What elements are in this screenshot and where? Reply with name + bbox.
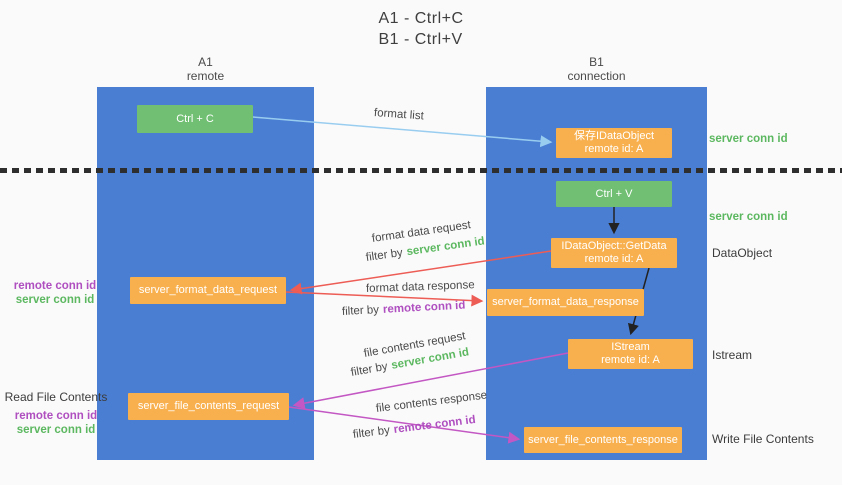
node-server-format-data-response[interactable]: server_format_data_response [487,289,644,316]
node-getdata-line2: remote id: A [584,253,644,265]
node-save-idataobject-line2: remote id: A [584,143,644,155]
diagram-title: A1 - Ctrl+C B1 - Ctrl+V [378,8,463,50]
node-save-idataobject-line1: 保存IDataObject [573,130,655,142]
side-label-dataobject: DataObject [712,246,773,260]
boundary-dashed-line [0,168,842,173]
side-label-write-file-contents: Write File Contents [712,432,814,446]
filter-by-text: filter by [365,246,404,264]
node-idataobject-getdata[interactable]: IDataObject::GetData remote id: A [551,238,677,268]
node-istream[interactable]: IStream remote id: A [568,339,693,369]
node-server-format-data-request[interactable]: server_format_data_request [130,277,286,304]
side-label-conn-ids-upper: remote conn id server conn id [0,279,110,307]
side-label-istream: Istream [712,348,753,362]
remote-conn-id-text: remote conn id [382,299,466,316]
side-label-server-conn-id-top: server conn id [709,133,788,145]
remote-conn-id-text: remote conn id [393,413,477,436]
column-header-b1: B1 connection [486,55,707,83]
node-server-file-contents-response-label: server_file_contents_response [528,433,678,446]
column-header-a1: A1 remote [97,55,314,83]
read-file-contents-label: Read File Contents [4,390,108,404]
node-ctrl-c[interactable]: Ctrl + C [137,105,253,133]
column-a1-role: remote [186,69,225,83]
left2-remote-conn-id: remote conn id [14,410,98,422]
node-ctrl-v-label: Ctrl + V [595,187,633,200]
node-istream-line2: remote id: A [601,354,660,366]
node-server-format-data-request-label: server_format_data_request [138,284,278,296]
node-server-file-contents-request[interactable]: server_file_contents_request [128,393,289,420]
side-label-server-conn-id-mid: server conn id [709,211,788,223]
column-b1-role: connection [567,69,626,83]
left-server-conn-id: server conn id [15,294,95,306]
node-server-file-contents-response[interactable]: server_file_contents_response [524,427,682,453]
node-getdata-line1: IDataObject::GetData [561,240,667,252]
column-b1-name: B1 [589,55,604,69]
column-a1-name: A1 [198,55,213,69]
node-istream-line1: IStream [611,341,650,353]
filter-by-text: filter by [349,360,389,379]
side-label-read-file-contents-block: Read File Contents remote conn id server… [0,390,112,437]
edge-label-format-list: format list [373,107,425,123]
filter-by-text: filter by [352,424,391,441]
edge-label-file-contents-response: file contents response [375,389,488,415]
left2-server-conn-id: server conn id [16,424,96,436]
node-server-file-contents-request-label: server_file_contents_request [137,400,280,412]
node-ctrl-c-label: Ctrl + C [176,112,214,125]
left-remote-conn-id: remote conn id [13,280,97,292]
node-ctrl-v[interactable]: Ctrl + V [556,181,672,207]
node-server-format-data-response-label: server_format_data_response [492,296,639,308]
edge-label-format-data-response: format data response [365,279,475,295]
title-line-b1: B1 - Ctrl+V [378,31,463,48]
title-line-a1: A1 - Ctrl+C [378,10,464,27]
server-conn-id-text: server conn id [405,235,486,259]
node-save-idataobject[interactable]: 保存IDataObject remote id: A [556,128,672,158]
filter-by-text: filter by [341,304,380,318]
